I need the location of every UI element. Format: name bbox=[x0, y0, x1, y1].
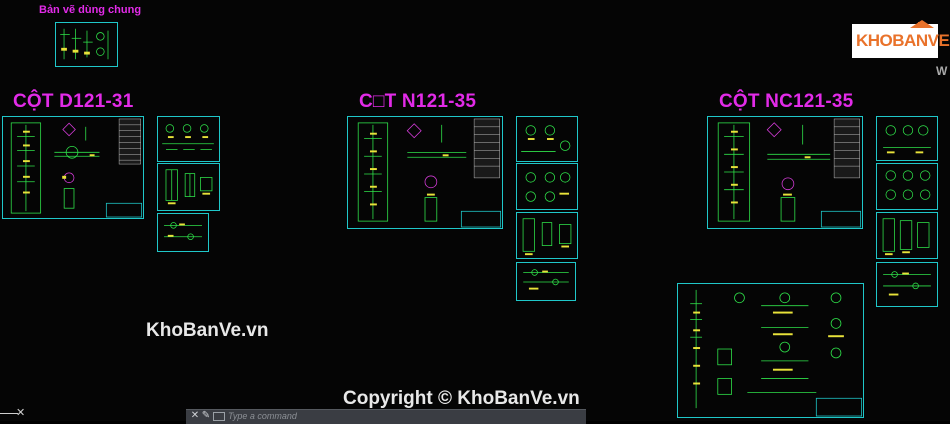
sheet-n121-detail-1[interactable] bbox=[516, 116, 578, 162]
ucs-axis-line bbox=[0, 413, 18, 414]
sheet-d121-detail-1-drawing bbox=[162, 124, 214, 150]
sheet-nc121-detail-3-drawing bbox=[882, 218, 930, 256]
khobanve-logo: KHOBANVE bbox=[852, 18, 950, 60]
title-n121-35: C□T N121-35 bbox=[359, 91, 477, 112]
logo-text: KHOBANVE bbox=[856, 31, 950, 50]
sheet-common-drawing bbox=[60, 28, 109, 60]
command-line-bar[interactable]: ✕ ✎ Type a command bbox=[186, 409, 586, 424]
sheet-d121-detail-2-drawing bbox=[165, 169, 213, 205]
sheet-nc121-detail-4[interactable] bbox=[876, 262, 938, 307]
logo-house-icon bbox=[852, 20, 938, 58]
sheet-common[interactable] bbox=[55, 22, 118, 67]
sheet-n121-detail-4-drawing bbox=[523, 269, 569, 290]
sheet-d121-detail-3[interactable] bbox=[157, 213, 209, 252]
sheet-n121-detail-2[interactable] bbox=[516, 163, 578, 210]
sheet-nc121-detail-2[interactable] bbox=[876, 163, 938, 210]
command-input[interactable]: Type a command bbox=[228, 411, 297, 421]
sheet-d121-detail-3-drawing bbox=[164, 222, 202, 240]
common-drawing-label: Bản vẽ dùng chung bbox=[39, 4, 142, 16]
sheet-nc121-main-drawing bbox=[717, 118, 862, 228]
sheet-nc121-detail-3[interactable] bbox=[876, 212, 938, 259]
sheet-d121-detail-1[interactable] bbox=[157, 116, 220, 162]
watermark-left: KhoBanVe.vn bbox=[146, 320, 269, 341]
sheet-n121-detail-2-drawing bbox=[525, 172, 571, 202]
wrench-icon[interactable]: ✎ bbox=[201, 410, 211, 421]
sheet-n121-detail-4[interactable] bbox=[516, 262, 576, 301]
viewcube-edge[interactable]: W bbox=[936, 64, 948, 78]
sheet-nc121-large[interactable] bbox=[677, 283, 864, 418]
sheet-nc121-detail-4-drawing bbox=[883, 271, 931, 296]
sheet-n121-detail-1-drawing bbox=[521, 125, 571, 152]
sheet-n121-detail-3-drawing bbox=[522, 218, 572, 256]
sheet-n121-main[interactable] bbox=[347, 116, 503, 229]
sheet-nc121-detail-1-drawing bbox=[883, 125, 931, 154]
sheet-nc121-detail-2-drawing bbox=[885, 170, 931, 200]
close-icon[interactable]: ✕ bbox=[190, 410, 200, 421]
watermark-copyright: Copyright © KhoBanVe.vn bbox=[343, 388, 580, 409]
sheet-n121-main-drawing bbox=[357, 118, 502, 228]
sheet-d121-main[interactable] bbox=[2, 116, 144, 219]
command-prompt-icon[interactable] bbox=[213, 412, 225, 421]
sheet-n121-detail-3[interactable] bbox=[516, 212, 578, 259]
sheet-nc121-main[interactable] bbox=[707, 116, 863, 229]
title-nc121-35: CỘT NC121-35 bbox=[719, 91, 854, 112]
sheet-d121-main-drawing bbox=[10, 118, 143, 218]
title-d121-31: CỘT D121-31 bbox=[13, 91, 134, 112]
sheet-nc121-large-drawing bbox=[690, 289, 863, 417]
sheet-d121-detail-2[interactable] bbox=[157, 163, 220, 211]
sheet-nc121-detail-1[interactable] bbox=[876, 116, 938, 161]
ucs-x-icon: ✕ bbox=[16, 407, 26, 419]
